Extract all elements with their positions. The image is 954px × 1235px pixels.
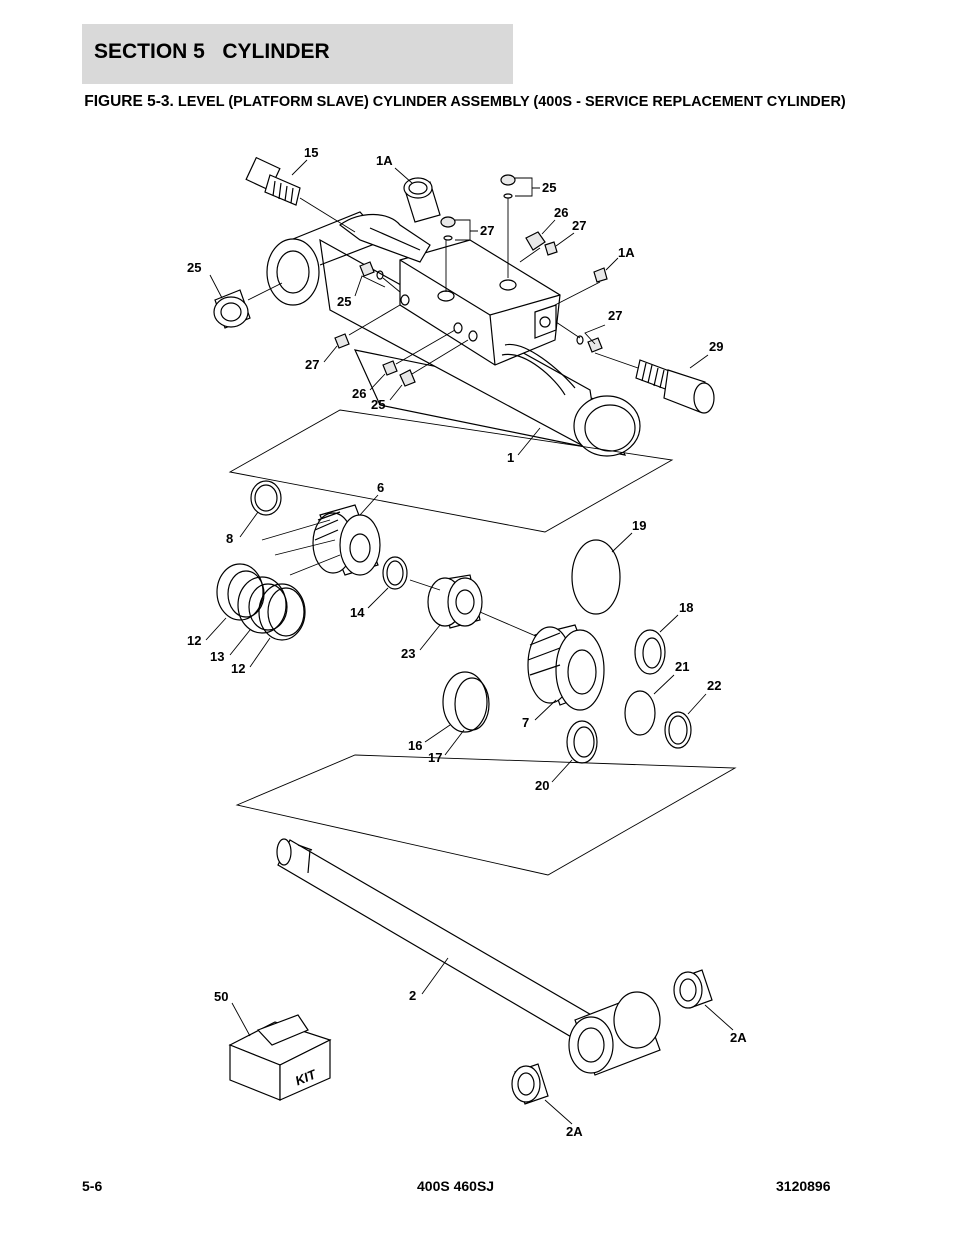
seals-12-13 xyxy=(216,519,341,641)
callout-1A-top: 1A xyxy=(376,153,393,168)
callout-27-left: 27 xyxy=(305,357,319,372)
callout-26-top: 26 xyxy=(554,205,568,220)
callout-25-top: 25 xyxy=(542,180,556,195)
figure-title: FIGURE 5-3. LEVEL (PLATFORM SLAVE) CYLIN… xyxy=(80,92,850,112)
oring-19 xyxy=(571,539,621,615)
callout-15: 15 xyxy=(304,145,318,160)
footer-doc-number: 3120896 xyxy=(776,1178,831,1194)
callout-13: 13 xyxy=(210,649,224,664)
rod-2 xyxy=(276,838,661,1076)
callout-27-top: 27 xyxy=(572,218,586,233)
callout-17: 17 xyxy=(428,750,442,765)
valve-29 xyxy=(594,352,715,414)
section-header-band xyxy=(82,24,513,84)
piston-6 xyxy=(312,504,381,576)
callout-21: 21 xyxy=(675,659,689,674)
callout-19: 19 xyxy=(632,518,646,533)
callout-1A-left: 25 xyxy=(187,260,201,275)
fittings xyxy=(334,174,608,387)
callout-2A-bottom: 2A xyxy=(566,1124,583,1139)
callout-25-mid: 27 xyxy=(480,223,494,238)
explode-plane-upper xyxy=(228,409,674,533)
kit-box-50: KIT xyxy=(228,1014,332,1101)
callouts: 15 1A 25 26 27 27 25 1A 25 27 27 26 25 2… xyxy=(187,145,747,1139)
callout-22: 22 xyxy=(707,678,721,693)
callout-2A-right: 2A xyxy=(730,1030,747,1045)
footer-model: 400S 460SJ xyxy=(417,1178,495,1194)
figure-number: FIGURE 5-3. xyxy=(84,93,174,110)
bushing-1A-left xyxy=(213,282,283,329)
callout-27-right: 1A xyxy=(618,245,635,260)
callout-12-left: 12 xyxy=(187,633,201,648)
bushing-2A-left xyxy=(511,1063,549,1105)
callout-12-right: 12 xyxy=(231,661,245,676)
ring-21 xyxy=(624,690,656,736)
callout-29: 29 xyxy=(709,339,723,354)
callout-2: 2 xyxy=(409,988,416,1003)
seal-16-17 xyxy=(442,671,490,733)
bushing-1A-top xyxy=(403,177,441,223)
callout-26-low: 25 xyxy=(371,397,385,412)
callout-7: 7 xyxy=(522,715,529,730)
ring-8 xyxy=(250,480,282,516)
callout-6: 6 xyxy=(377,480,384,495)
callout-18: 18 xyxy=(679,600,693,615)
section-title: SECTION 5 CYLINDER xyxy=(94,40,330,63)
ring-22 xyxy=(664,711,692,749)
explode-plane-lower xyxy=(235,754,737,876)
callout-25-right: 27 xyxy=(608,308,622,323)
callout-50: 50 xyxy=(214,989,228,1004)
seal-20 xyxy=(566,720,598,764)
spacer-23 xyxy=(409,574,546,641)
callout-8: 8 xyxy=(226,531,233,546)
head-7 xyxy=(527,624,605,711)
wiper-18 xyxy=(634,629,666,675)
valve-15 xyxy=(245,156,356,233)
callout-20: 20 xyxy=(535,778,549,793)
footer-page-number: 5-6 xyxy=(82,1178,103,1194)
barrel-assembly xyxy=(266,211,641,457)
callout-23: 23 xyxy=(401,646,415,661)
bushing-2A-right xyxy=(673,969,713,1009)
callout-27-low: 26 xyxy=(352,386,366,401)
callout-14: 14 xyxy=(350,605,365,620)
figure-caption: LEVEL (PLATFORM SLAVE) CYLINDER ASSEMBLY… xyxy=(177,94,846,110)
callout-25-left: 25 xyxy=(337,294,351,309)
ring-14 xyxy=(382,556,408,590)
callout-1: 1 xyxy=(507,450,514,465)
callout-16: 16 xyxy=(408,738,422,753)
